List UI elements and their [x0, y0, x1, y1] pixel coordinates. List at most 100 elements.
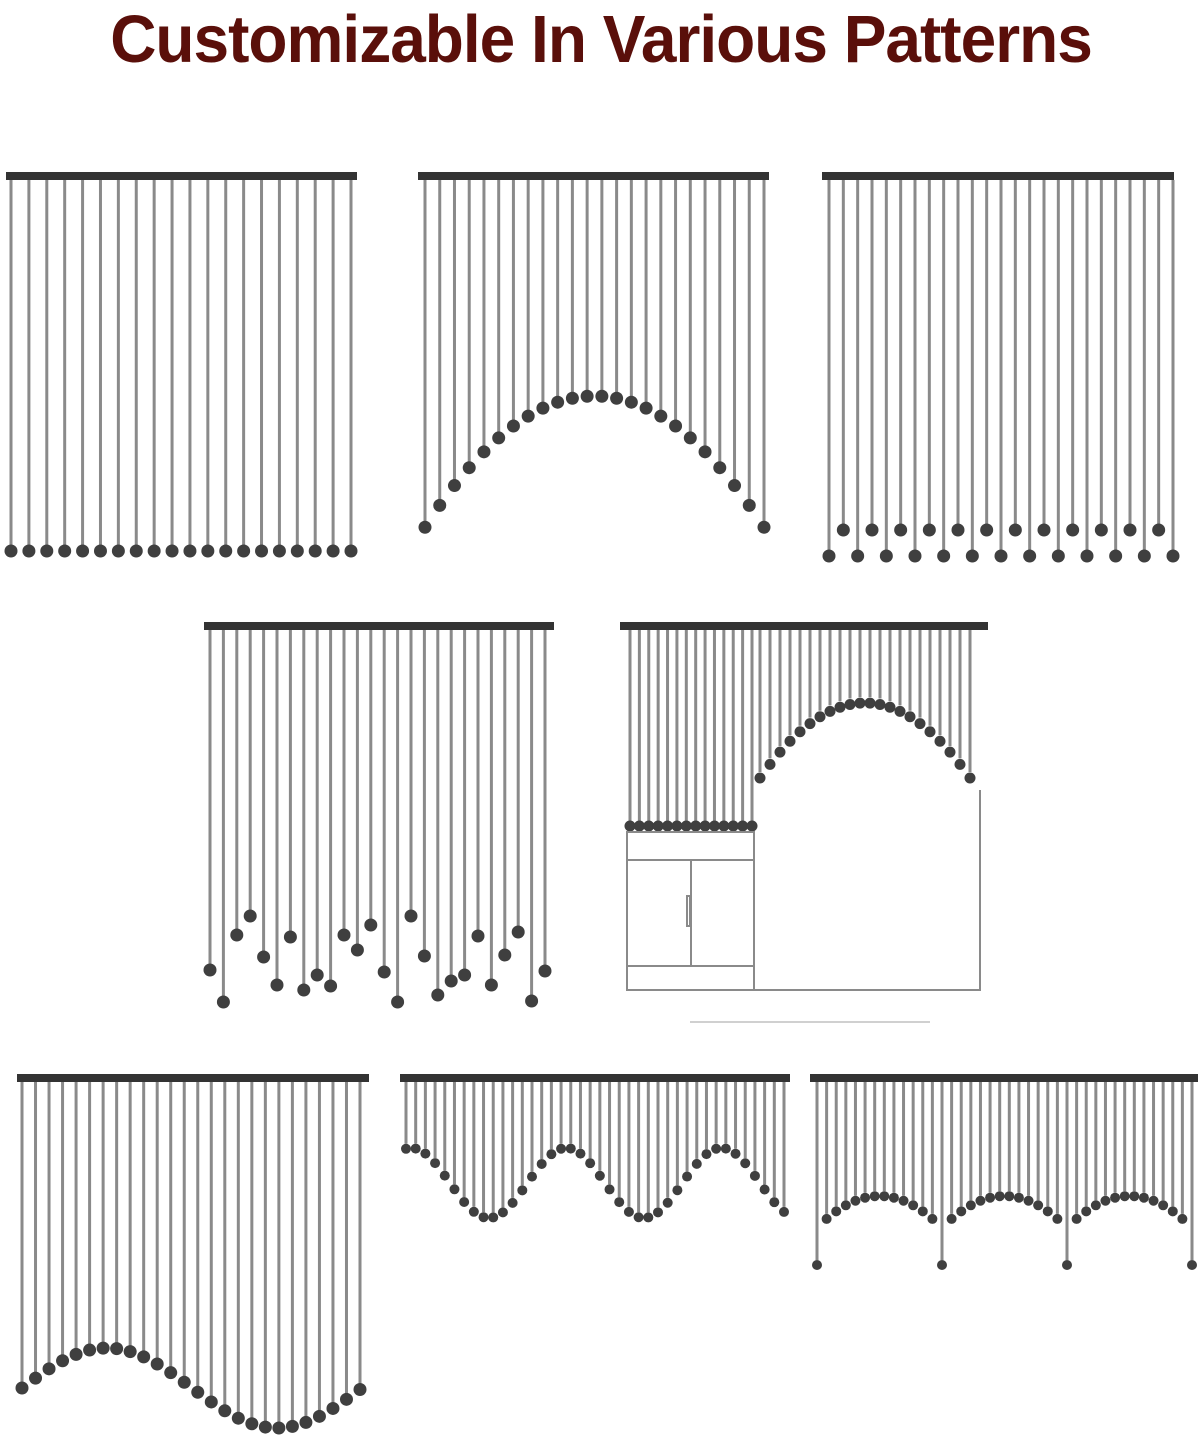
- bead: [894, 705, 906, 717]
- bead: [730, 1148, 741, 1159]
- bead: [652, 820, 664, 832]
- bead: [1110, 1192, 1121, 1203]
- bead: [1094, 523, 1108, 537]
- bead: [546, 1149, 557, 1160]
- bead: [1080, 549, 1094, 563]
- bead: [759, 1184, 770, 1195]
- bead: [757, 520, 771, 534]
- bead: [511, 925, 525, 939]
- bead: [1051, 549, 1065, 563]
- triple-arch-curtain-icon: [810, 1074, 1198, 1270]
- bead: [585, 1158, 596, 1169]
- bead: [353, 1382, 367, 1396]
- bead: [836, 523, 850, 537]
- bead: [965, 1200, 976, 1211]
- bead: [310, 968, 324, 982]
- bead: [834, 701, 846, 713]
- bead: [869, 1191, 880, 1202]
- bead: [111, 544, 125, 558]
- bead: [183, 544, 197, 558]
- curtain-rod: [400, 1074, 790, 1082]
- bead: [879, 549, 893, 563]
- bead: [944, 746, 956, 758]
- bead: [624, 820, 636, 832]
- bead: [742, 498, 756, 512]
- bead: [283, 930, 297, 944]
- bead: [865, 523, 879, 537]
- bead: [937, 549, 951, 563]
- bead: [258, 1420, 272, 1434]
- bead: [643, 1212, 654, 1223]
- bead: [42, 1362, 56, 1376]
- bead: [410, 1143, 421, 1154]
- bead: [237, 544, 251, 558]
- bead: [218, 1404, 232, 1418]
- bead: [604, 1184, 615, 1195]
- bead: [401, 1143, 411, 1154]
- bead: [662, 1197, 673, 1208]
- bead: [272, 1421, 286, 1435]
- bead: [924, 726, 936, 738]
- bead: [575, 1148, 586, 1159]
- bead: [231, 1411, 245, 1425]
- bead: [854, 697, 866, 709]
- bead: [821, 1213, 832, 1224]
- bead: [449, 1184, 460, 1195]
- bead: [478, 1212, 489, 1223]
- bead: [980, 523, 994, 537]
- bead: [93, 544, 107, 558]
- bead: [794, 726, 806, 738]
- bead: [204, 1395, 218, 1409]
- bead: [1109, 549, 1123, 563]
- bead: [1081, 1206, 1092, 1217]
- bead: [654, 409, 668, 423]
- bead: [1166, 549, 1180, 563]
- bead: [444, 974, 458, 988]
- bead: [1023, 549, 1037, 563]
- bead: [671, 820, 683, 832]
- bead: [150, 1357, 164, 1371]
- bead: [728, 479, 742, 493]
- bead: [718, 820, 730, 832]
- bead: [1008, 523, 1022, 537]
- bead: [459, 1196, 470, 1207]
- bead: [879, 1191, 890, 1202]
- bead: [377, 965, 391, 979]
- cabinet-handle: [686, 895, 691, 927]
- bead: [965, 549, 979, 563]
- bead: [517, 1185, 528, 1196]
- bead: [216, 995, 230, 1009]
- bead: [822, 549, 836, 563]
- bead: [737, 820, 749, 832]
- bead: [230, 928, 244, 942]
- bead: [1004, 1191, 1015, 1202]
- bead: [96, 1341, 110, 1355]
- bead: [447, 479, 461, 493]
- bead: [4, 544, 18, 558]
- bead: [633, 820, 645, 832]
- bead: [507, 1197, 518, 1208]
- bead: [672, 1185, 683, 1196]
- bead: [297, 983, 311, 997]
- bead: [680, 820, 692, 832]
- bead: [894, 523, 908, 537]
- bead: [418, 520, 432, 534]
- bead: [840, 1200, 851, 1211]
- bead: [764, 758, 776, 770]
- bead: [951, 523, 965, 537]
- bead: [985, 1192, 996, 1203]
- bead: [740, 1158, 751, 1169]
- bead: [698, 445, 712, 459]
- bead: [123, 1345, 137, 1359]
- bead: [874, 699, 886, 711]
- bead: [595, 389, 609, 403]
- bead: [272, 544, 286, 558]
- bead: [488, 1212, 499, 1223]
- wave-curtain-icon: [15, 1074, 369, 1435]
- bead: [69, 1347, 83, 1361]
- bead: [565, 1143, 576, 1154]
- bead: [484, 978, 498, 992]
- bead: [270, 978, 284, 992]
- page-title: Customizable In Various Patterns: [110, 1, 1093, 77]
- bead: [1148, 1195, 1159, 1206]
